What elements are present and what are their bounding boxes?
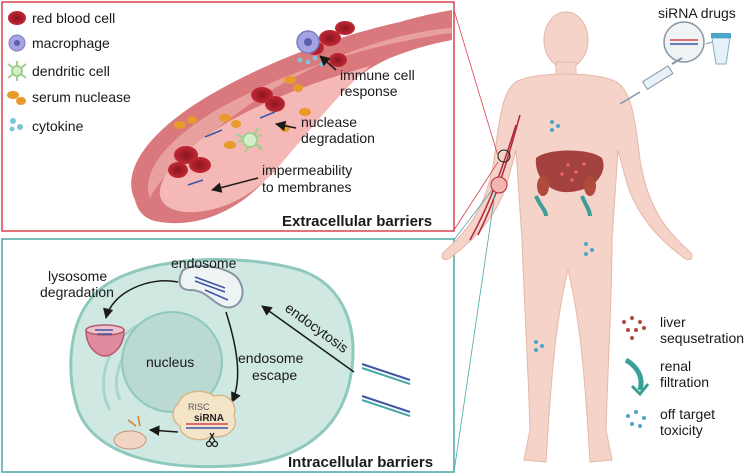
sirna-drugs-label: siRNA drugs — [658, 5, 736, 21]
serum-nuclease-icon — [7, 91, 26, 105]
renal-filtration-arrows — [534, 195, 592, 217]
impermeability-label-line2: to membranes — [262, 179, 351, 195]
cell-zoom-circle — [490, 176, 508, 194]
macrophage-in-vessel — [296, 30, 320, 54]
endocytosis-arrow — [261, 305, 355, 373]
immune-label-line2: response — [340, 83, 398, 99]
dendritic-cell-in-vessel — [235, 127, 263, 153]
bubble-connector — [705, 41, 713, 45]
off-target-dots-body — [534, 120, 594, 352]
endosome-label: endosome — [171, 255, 237, 271]
risc-complex — [172, 390, 237, 441]
macrophage-icon — [8, 34, 26, 52]
cytokine-icon — [9, 118, 23, 132]
zoom-line-intra-bottom — [453, 192, 496, 473]
liver-legend-line2: sequsetration — [660, 330, 744, 346]
legend-label-dendritic: dendritic cell — [32, 63, 110, 79]
intracellular-title: Intracellular barriers — [288, 454, 433, 471]
liver-dots-icon — [622, 316, 646, 340]
kidneys — [537, 176, 596, 196]
off-target-dots-icon — [626, 410, 646, 428]
sirna-label: siRNA — [194, 413, 224, 424]
renal-legend-line1: renal — [660, 358, 691, 374]
legend-label-nuclease: serum nuclease — [32, 89, 131, 105]
nuclease-label-line1: nuclease — [301, 114, 357, 130]
immune-label-line1: immune cell — [340, 67, 415, 83]
dendritic-cell-icon — [7, 61, 27, 81]
serum-nuclease-cluster — [174, 76, 311, 149]
nuclease-label-line2: degradation — [301, 130, 375, 146]
lysosome — [85, 324, 125, 357]
offtarget-legend-line2: toxicity — [660, 422, 703, 438]
escape-label-line2: escape — [252, 367, 297, 383]
lysosome-label-line2: degradation — [40, 284, 114, 300]
legend-label-cytokine: cytokine — [32, 118, 84, 134]
renal-legend-line2: filtration — [660, 374, 709, 390]
human-body — [441, 11, 693, 463]
lysosome-arrow — [103, 280, 179, 320]
legend-label-macrophage: macrophage — [32, 35, 110, 51]
liver-legend-line1: liver — [660, 314, 686, 330]
immune-arrow — [319, 55, 337, 71]
syringe-icon — [619, 57, 683, 105]
zoom-line-top — [453, 9, 499, 157]
nucleus-label: nucleus — [146, 354, 194, 370]
sirna-drug-bubble — [663, 21, 705, 63]
mitochondrion — [113, 430, 147, 450]
offtarget-legend-line1: off target — [660, 406, 715, 422]
sirna-outside-cell — [361, 363, 411, 417]
lysosome-label-line1: lysosome — [48, 268, 107, 284]
sirna-fragments-vessel — [187, 111, 276, 186]
impermeability-label-line1: impermeability — [262, 162, 352, 178]
impermeability-arrow — [210, 177, 259, 193]
scissors-icon — [205, 432, 219, 448]
zoom-line-bottom-extra — [453, 161, 499, 231]
extracellular-title: Extracellular barriers — [282, 213, 432, 230]
escape-arrow — [225, 311, 241, 403]
escape-label-line1: endosome — [238, 350, 304, 366]
zoom-line-intra-top — [453, 189, 493, 241]
nucleus — [121, 311, 223, 413]
risc-label: RISC — [188, 402, 210, 412]
nuclease-arrow — [274, 120, 297, 132]
blood-vessel — [131, 10, 452, 224]
vial-icon — [711, 33, 731, 65]
legend: red blood cell macrophage dendritic cell… — [7, 10, 131, 134]
cleavage-arrow — [148, 425, 179, 436]
legend-label-rbc: red blood cell — [32, 10, 115, 26]
red-blood-cell-icon — [8, 11, 26, 25]
renal-arrow-icon — [624, 357, 650, 397]
endosome — [178, 265, 244, 309]
